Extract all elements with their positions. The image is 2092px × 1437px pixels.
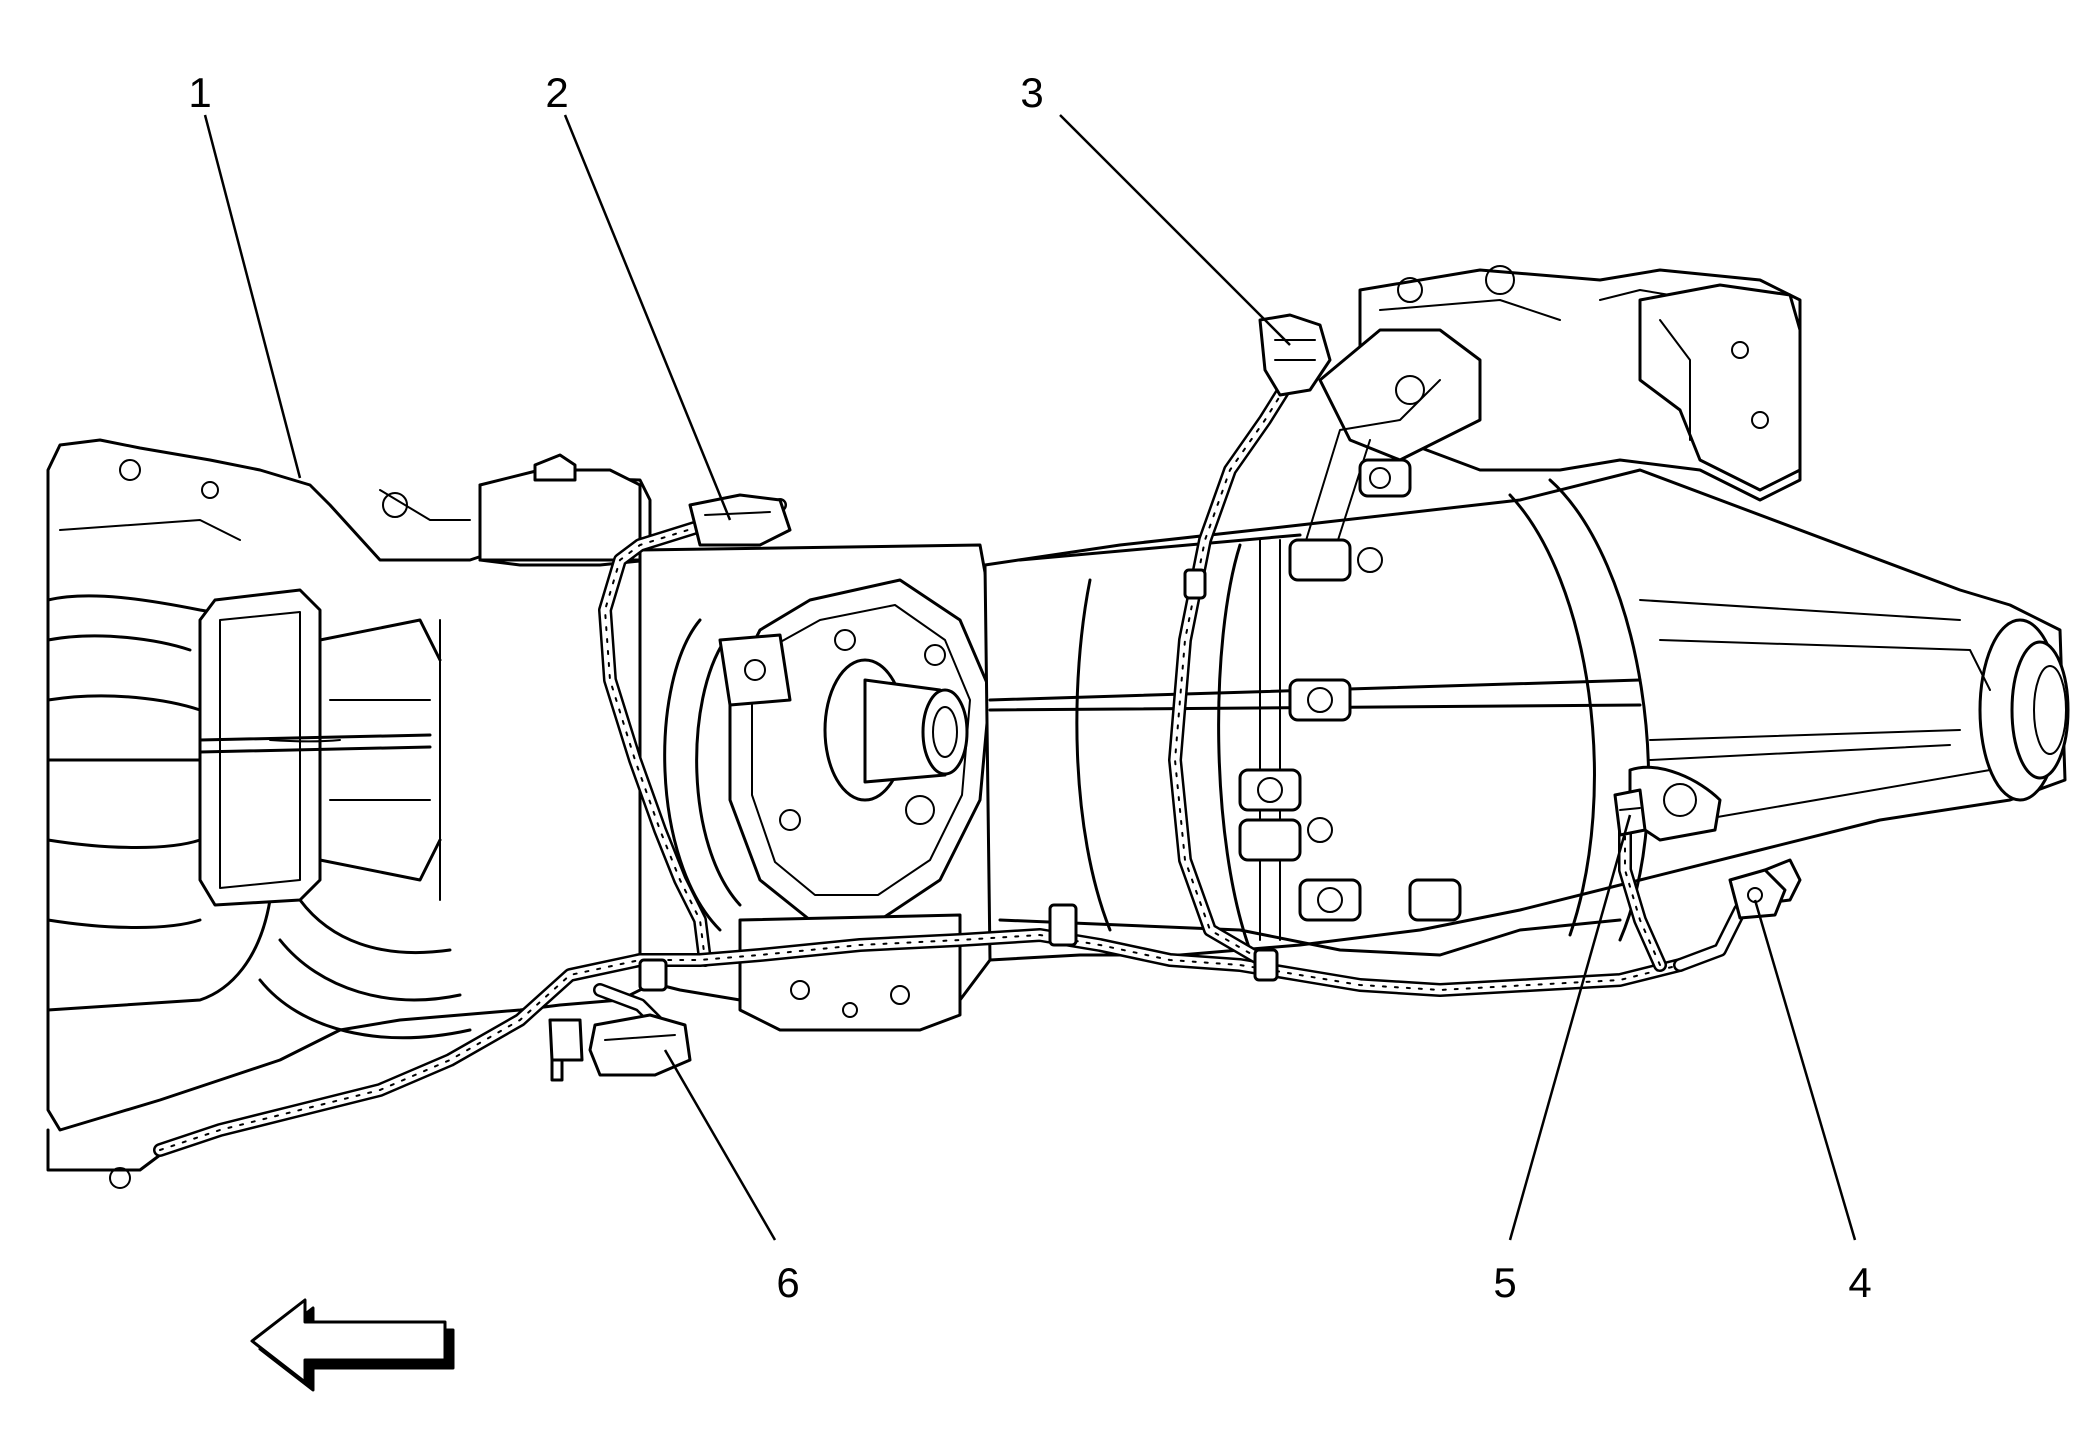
transmission-assembly xyxy=(46,438,662,1189)
callout-labels: 1 2 3 4 5 6 xyxy=(188,69,1871,1306)
callout-5: 5 xyxy=(1493,1259,1516,1306)
callout-1: 1 xyxy=(188,69,211,116)
arrow-left-icon xyxy=(250,1298,455,1392)
callout-3: 3 xyxy=(1020,69,1043,116)
callout-6: 6 xyxy=(776,1259,799,1306)
leader-line-1 xyxy=(203,114,302,479)
transfer-case-assembly xyxy=(983,265,2070,962)
connector-6 xyxy=(548,1013,692,1082)
leader-lines xyxy=(203,114,1857,1241)
leader-line-4 xyxy=(1753,899,1857,1241)
callout-2: 2 xyxy=(545,69,568,116)
leader-line-5 xyxy=(1508,814,1632,1241)
leader-line-2 xyxy=(563,114,732,521)
mounting-bolts xyxy=(1238,375,1462,922)
connector-3 xyxy=(1258,313,1332,397)
callout-4: 4 xyxy=(1848,1259,1871,1306)
leader-line-6 xyxy=(663,1049,777,1241)
leader-line-3 xyxy=(1059,114,1291,346)
sensor-5 xyxy=(1613,788,1647,837)
connector-2 xyxy=(688,493,792,547)
connector-4 xyxy=(1728,868,1787,920)
